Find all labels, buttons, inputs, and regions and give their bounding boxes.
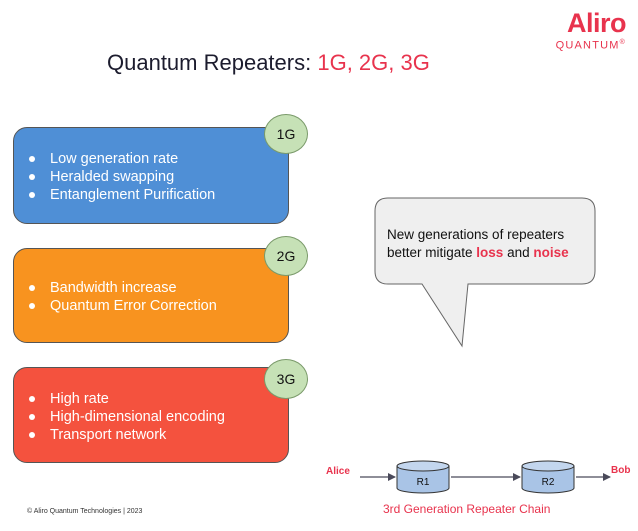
callout-and: and (503, 245, 534, 260)
generation-3-list: High rate High-dimensional encoding Tran… (14, 390, 288, 444)
repeater-node-r2: R2 (521, 460, 575, 494)
generation-2-list: Bandwidth increase Quantum Error Correct… (14, 279, 288, 315)
list-item: Heralded swapping (14, 168, 288, 186)
r2-label: R2 (542, 477, 555, 488)
aliro-logo: Aliro QUANTUM® (556, 8, 627, 52)
list-item: Low generation rate (14, 150, 288, 168)
list-item: Quantum Error Correction (14, 297, 288, 315)
title-highlight: 1G, 2G, 3G (317, 50, 430, 75)
generation-1-badge: 1G (264, 114, 308, 154)
logo-wordmark: Aliro (566, 8, 627, 38)
callout-line-1: New generations of repeaters (387, 227, 565, 242)
generation-1-list: Low generation rate Heralded swapping En… (14, 150, 288, 204)
r1-label: R1 (417, 477, 430, 488)
list-item: High rate (14, 390, 288, 408)
logo-subtitle: QUANTUM® (556, 37, 626, 52)
generation-2-box: Bandwidth increase Quantum Error Correct… (13, 248, 289, 343)
list-item: High-dimensional encoding (14, 408, 288, 426)
callout-line-2-prefix: better mitigate (387, 245, 477, 260)
generation-2-badge: 2G (264, 236, 308, 276)
registered-mark: ® (619, 39, 626, 46)
chain-caption: 3rd Generation Repeater Chain (383, 502, 551, 516)
callout-noise: noise (533, 245, 569, 260)
callout-loss: loss (476, 245, 504, 260)
alice-label: Alice (326, 466, 350, 477)
list-item: Bandwidth increase (14, 279, 288, 297)
slide-title: Quantum Repeaters: 1G, 2G, 3G (107, 50, 430, 76)
logo-subtitle-text: QUANTUM (555, 39, 620, 52)
list-item: Transport network (14, 426, 288, 444)
callout-text: New generations of repeaters better miti… (387, 226, 587, 262)
generation-1-box: Low generation rate Heralded swapping En… (13, 127, 289, 224)
speech-bubble (374, 197, 596, 348)
repeater-chain-diagram: Alice Bob R1 R2 (326, 460, 630, 494)
footer-copyright: © Aliro Quantum Technologies | 2023 (27, 508, 143, 515)
callout-line-2: better mitigate loss and noise (387, 244, 587, 262)
title-prefix: Quantum Repeaters: (107, 50, 312, 75)
bob-label: Bob (611, 465, 630, 476)
generation-3-box: High rate High-dimensional encoding Tran… (13, 367, 289, 463)
speech-bubble-shape (374, 197, 596, 348)
generation-3-badge: 3G (264, 359, 308, 399)
list-item: Entanglement Purification (14, 186, 288, 204)
repeater-node-r1: R1 (396, 460, 450, 494)
